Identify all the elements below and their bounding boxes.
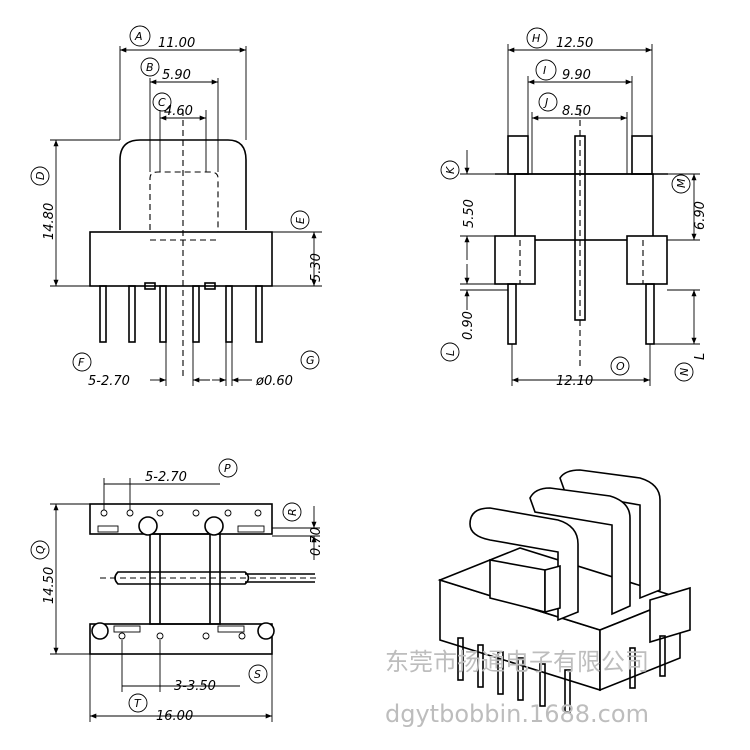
label-q: Q	[34, 545, 47, 554]
label-h: H	[532, 32, 540, 45]
label-l: L	[444, 350, 457, 356]
dim-p-value: 5-2.70	[145, 470, 187, 485]
label-a: A	[134, 30, 143, 43]
watermark: 东莞市扬通电子有限公司 dgytbobbin.1688.com	[385, 648, 649, 728]
dim-d-value: 14.80	[42, 203, 57, 240]
dim-o-value: 12.10	[556, 374, 593, 389]
label-r: R	[286, 508, 299, 516]
dim-k-value: 5.50	[462, 199, 477, 228]
label-n: N	[678, 368, 691, 376]
dim-n-value: L	[693, 353, 708, 360]
front-pins	[99, 285, 263, 343]
dim-s-value: 16.00	[156, 709, 193, 724]
dim-i-value: 9.90	[562, 68, 591, 83]
iso-pins	[457, 635, 666, 713]
dim-c-value: 4.60	[164, 104, 193, 119]
watermark-site: dgytbobbin.1688.com	[385, 700, 649, 728]
dim-a-value: 11.00	[158, 36, 195, 51]
label-i: I	[543, 64, 546, 77]
label-b: B	[146, 61, 154, 74]
label-f: F	[78, 356, 85, 369]
label-c: C	[158, 96, 166, 109]
dim-g-value: ø0.60	[255, 374, 293, 389]
watermark-company: 东莞市扬通电子有限公司	[385, 648, 649, 676]
dim-m-value: 6.90	[693, 201, 708, 230]
dim-h-value: 12.50	[556, 36, 593, 51]
top-view: 5-2.70 P 0.70 R 14.50 Q 3-3.50 T 16.00 S	[30, 458, 324, 724]
dim-b-value: 5.90	[162, 68, 191, 83]
dim-j-value: 8.50	[562, 104, 591, 119]
label-p: P	[224, 462, 231, 475]
label-g: G	[306, 354, 315, 367]
label-k: K	[444, 166, 457, 174]
dim-r-value: 0.70	[309, 527, 324, 556]
dim-e-value: 5.30	[309, 253, 324, 282]
side-view: 12.50 H 9.90 I 8.50 J 5.50 K 6.90 M	[440, 27, 708, 389]
label-j: J	[543, 96, 548, 109]
dim-q-value: 14.50	[42, 567, 57, 604]
label-t: T	[134, 697, 142, 710]
isometric-view	[437, 469, 691, 713]
dim-f-value: 5-2.70	[88, 374, 130, 389]
label-d: D	[34, 172, 47, 180]
front-view: 11.00 A 5.90 B 4.60 C 14.80 D 5.30 E	[30, 25, 324, 389]
label-s: S	[254, 668, 261, 681]
dim-t-value: 3-3.50	[174, 679, 216, 694]
label-m: M	[675, 178, 688, 188]
label-e: E	[294, 217, 307, 224]
label-o: O	[616, 360, 625, 373]
dim-l-value: 0.90	[461, 311, 476, 340]
